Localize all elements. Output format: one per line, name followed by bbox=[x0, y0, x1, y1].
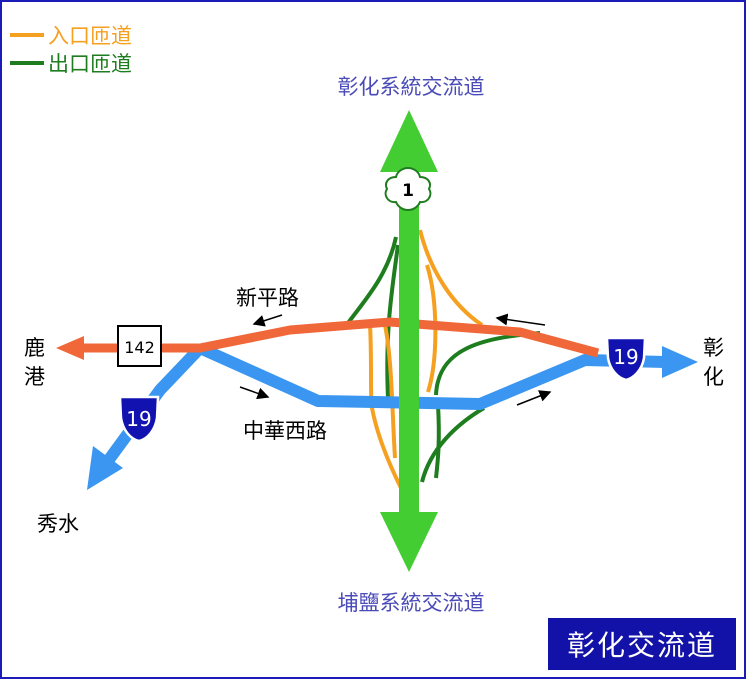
direction-arrow-east-west bbox=[495, 313, 546, 326]
west-destination-label-2: 港 bbox=[24, 365, 45, 389]
county-142-shield: 142 bbox=[117, 325, 162, 367]
south-destination-label: 埔鹽系統交流道 bbox=[338, 591, 485, 615]
freeway-1-line bbox=[399, 160, 419, 520]
southwest-blue-arrowhead bbox=[87, 446, 123, 490]
svg-text:19: 19 bbox=[613, 345, 638, 369]
east-destination-label-1: 彰 bbox=[703, 336, 724, 360]
interchange-title: 彰化交流道 bbox=[548, 618, 736, 670]
legend-entry-label: 入口匝道 bbox=[48, 24, 132, 48]
exit-ramps bbox=[346, 236, 541, 483]
west-destination-label-1: 鹿 bbox=[24, 336, 45, 360]
provincial-19-shield-southwest: 19 bbox=[118, 395, 160, 443]
north-destination-label: 彰化系統交流道 bbox=[338, 75, 485, 99]
zhonghua-west-road-label: 中華西路 bbox=[243, 419, 327, 443]
xinping-road bbox=[80, 317, 600, 358]
east-destination-label-2: 化 bbox=[703, 365, 724, 389]
svg-text:19: 19 bbox=[126, 407, 151, 431]
freeway-1-shield: 1 bbox=[384, 166, 432, 212]
svg-text:142: 142 bbox=[124, 338, 155, 357]
east-blue-arrowhead bbox=[662, 346, 698, 378]
xinping-road-label: 新平路 bbox=[236, 286, 299, 310]
svg-text:1: 1 bbox=[402, 181, 414, 201]
direction-arrow-east-bound bbox=[516, 390, 552, 406]
west-orange-arrowhead bbox=[56, 336, 84, 360]
direction-arrow-zhonghua-east bbox=[239, 386, 270, 400]
direction-arrow-xinping-west bbox=[252, 314, 283, 327]
legend-exit-label: 出口匝道 bbox=[48, 52, 132, 76]
south-freeway-arrowhead bbox=[380, 512, 438, 572]
provincial-19-shield-east: 19 bbox=[605, 336, 647, 382]
southwest-destination-label: 秀水 bbox=[37, 512, 79, 536]
north-freeway-arrowhead bbox=[380, 110, 438, 172]
